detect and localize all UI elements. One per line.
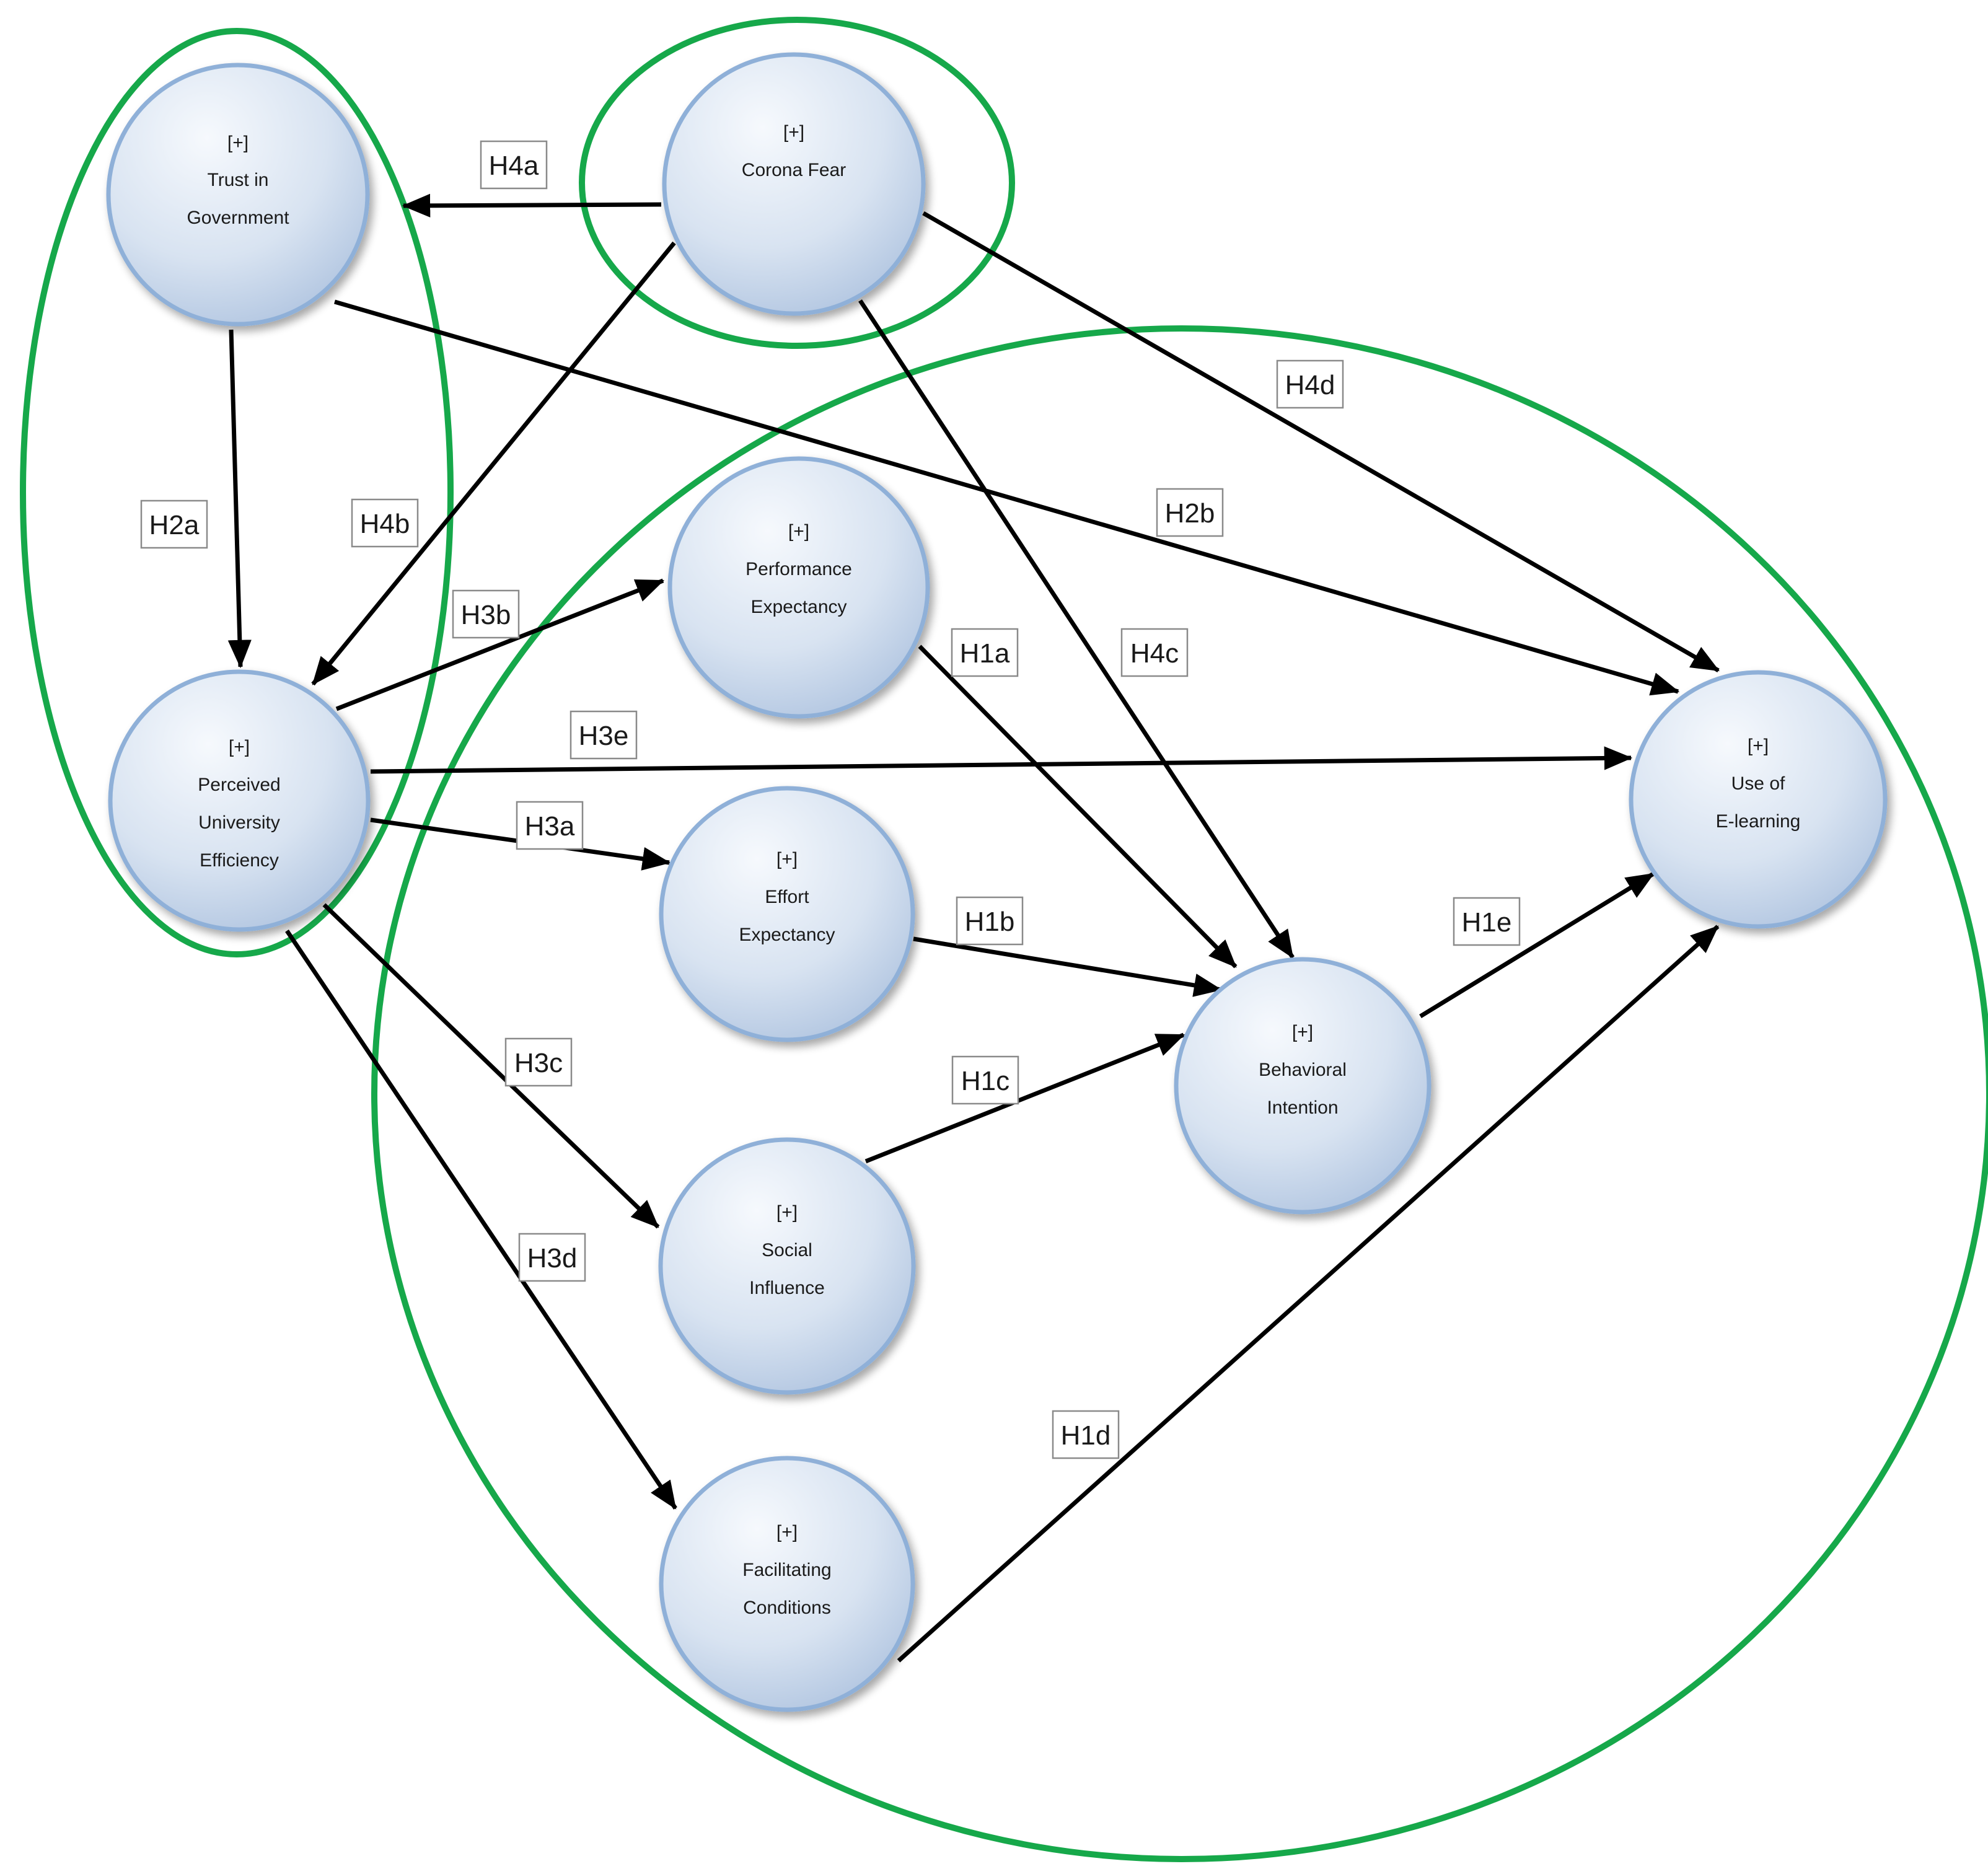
label-h3e-text: H3e	[579, 721, 629, 751]
node-label-line: Government	[187, 208, 289, 228]
edge-h4d	[922, 211, 1720, 673]
edge-h3c	[322, 903, 660, 1229]
nodes: [+] Trust in Government [+] Corona Fear …	[106, 52, 1888, 1712]
edge-h1d	[897, 925, 1720, 1663]
label-h3b: H3b	[452, 589, 520, 639]
label-h3e: H3e	[570, 710, 638, 760]
label-h1c: H1c	[951, 1055, 1019, 1105]
node-label-line: Trust in	[208, 170, 269, 190]
label-h1b-text: H1b	[965, 907, 1015, 937]
label-h3d: H3d	[518, 1233, 586, 1282]
edge-h3b	[335, 578, 665, 711]
node-trust-in-government[interactable]: [+] Trust in Government	[106, 63, 370, 327]
node-label-line: Facilitating	[742, 1560, 831, 1580]
edge-h4c	[858, 299, 1295, 959]
edge-h1e	[1419, 872, 1655, 1018]
label-h3b-text: H3b	[461, 600, 511, 630]
node-label-line: Corona Fear	[742, 160, 846, 180]
node-label-line: Performance	[746, 559, 852, 579]
node-label-line: Behavioral	[1259, 1060, 1347, 1080]
node-label-line: Expectancy	[739, 925, 835, 945]
label-h4b: H4b	[351, 498, 419, 548]
node-label-line: University	[198, 812, 280, 833]
node-marker: [+]	[229, 737, 250, 757]
edge-h2a	[227, 329, 252, 669]
label-h4d: H4d	[1276, 359, 1344, 409]
label-h4a: H4a	[480, 140, 548, 190]
label-h1d-text: H1d	[1061, 1420, 1111, 1451]
node-label-line: Influence	[749, 1278, 825, 1298]
label-h3d-text: H3d	[527, 1243, 578, 1273]
label-h1d: H1d	[1052, 1410, 1120, 1459]
edge-h1a	[918, 644, 1238, 969]
node-marker: [+]	[776, 1522, 798, 1542]
node-label-line: Efficiency	[200, 850, 279, 871]
edge-h3e	[370, 746, 1633, 774]
label-h1c-text: H1c	[961, 1066, 1009, 1096]
node-label-line: Conditions	[743, 1598, 831, 1618]
label-h4a-text: H4a	[489, 151, 539, 181]
node-label-line: Expectancy	[750, 597, 847, 617]
label-h3c-text: H3c	[514, 1048, 563, 1078]
group-ellipse-left	[20, 28, 454, 957]
node-label-line: Social	[762, 1240, 812, 1260]
node-marker: [+]	[227, 133, 248, 153]
node-marker: [+]	[783, 122, 804, 143]
node-marker: [+]	[788, 521, 809, 542]
node-social-influence[interactable]: [+] Social Influence	[658, 1137, 916, 1395]
label-h2b-text: H2b	[1165, 498, 1215, 529]
label-h2a: H2a	[140, 499, 208, 549]
node-perceived-university-efficiency[interactable]: [+] Perceived University Efficiency	[108, 669, 371, 932]
label-h4d-text: H4d	[1285, 370, 1335, 400]
node-label-line: Perceived	[198, 775, 280, 795]
edge-h1b	[913, 936, 1223, 997]
node-marker: [+]	[776, 1202, 798, 1223]
node-label-line: Intention	[1267, 1097, 1338, 1118]
node-label-line: E-learning	[1716, 811, 1801, 832]
node-marker: [+]	[776, 849, 798, 869]
node-marker: [+]	[1292, 1022, 1313, 1042]
label-h1a-text: H1a	[960, 638, 1010, 669]
label-h2b: H2b	[1156, 488, 1224, 537]
node-label-line: Effort	[765, 887, 809, 907]
label-h1e: H1e	[1453, 897, 1521, 946]
node-label-line: Use of	[1731, 773, 1785, 794]
hypothesis-labels: H4a H4b H4c H4d H2a H2b H3b H3e	[140, 140, 1521, 1459]
node-effort-expectancy[interactable]: [+] Effort Expectancy	[659, 786, 915, 1042]
label-h1e-text: H1e	[1462, 907, 1512, 938]
node-use-of-e-learning[interactable]: [+] Use of E-learning	[1629, 670, 1888, 929]
edge-h1c	[864, 1032, 1185, 1164]
label-h3a: H3a	[516, 801, 584, 850]
node-marker: [+]	[1748, 736, 1769, 756]
node-behavioral-intention[interactable]: [+] Behavioral Intention	[1174, 957, 1432, 1215]
group-ellipse-main	[371, 325, 1988, 1862]
label-h1b: H1b	[956, 896, 1024, 946]
node-facilitating-conditions[interactable]: [+] Facilitating Conditions	[659, 1456, 915, 1712]
edges	[227, 193, 1720, 1663]
node-corona-fear[interactable]: [+] Corona Fear	[662, 52, 926, 316]
edge-h2b	[334, 299, 1680, 696]
label-h4c: H4c	[1120, 628, 1189, 677]
label-h1a: H1a	[951, 628, 1019, 677]
edge-h4a	[402, 193, 662, 218]
label-h3a-text: H3a	[525, 811, 575, 842]
label-h4b-text: H4b	[360, 509, 410, 539]
edge-h3d	[285, 930, 677, 1510]
group-outlines	[20, 17, 1988, 1862]
edge-h4b	[311, 241, 676, 686]
node-performance-expectancy[interactable]: [+] Performance Expectancy	[667, 456, 930, 719]
label-h4c-text: H4c	[1130, 638, 1179, 669]
label-h2a-text: H2a	[149, 510, 200, 540]
group-ellipse-corona	[579, 17, 1015, 349]
label-h3c: H3c	[504, 1037, 573, 1087]
